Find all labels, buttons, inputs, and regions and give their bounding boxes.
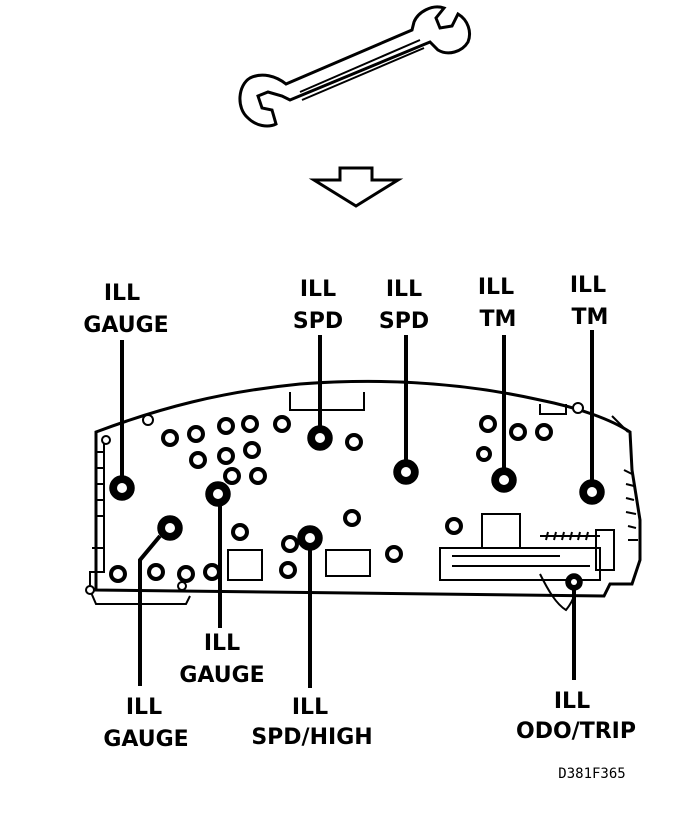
bulb-odo-trip <box>565 573 583 591</box>
socket <box>279 561 297 579</box>
bulb-spd-1 <box>307 425 333 451</box>
label-gauge-bottom-left-line2: GAUGE <box>103 727 188 752</box>
socket <box>217 447 235 465</box>
label-spd-2-line2: SPD <box>379 309 429 334</box>
leader-lines <box>120 330 594 688</box>
socket <box>343 509 361 527</box>
label-spd-high-line1: ILL <box>292 695 328 720</box>
label-gauge-mid-line2: GAUGE <box>179 663 264 688</box>
bulb-tm-2 <box>579 479 605 505</box>
label-spd-1-line1: ILL <box>300 277 336 302</box>
down-arrow-icon <box>308 166 404 208</box>
socket <box>217 417 235 435</box>
label-tm-2-line2: TM <box>572 305 609 330</box>
label-gauge-top-left-line2: GAUGE <box>83 313 168 338</box>
socket <box>476 446 492 462</box>
socket <box>223 467 241 485</box>
socket <box>109 565 127 583</box>
wrench-icon <box>238 5 472 128</box>
label-odo-trip-line2: ODO/TRIP <box>516 719 636 744</box>
socket <box>535 423 553 441</box>
socket <box>509 423 527 441</box>
socket <box>273 415 291 433</box>
label-tm-2-line1: ILL <box>570 273 606 298</box>
bulb-gauge-top-left <box>109 475 135 501</box>
bulb-sockets <box>109 415 553 583</box>
callout-labels: ILL GAUGE ILL SPD ILL SPD ILL TM ILL TM … <box>83 273 636 782</box>
label-tm-1-line1: ILL <box>478 275 514 300</box>
socket <box>161 429 179 447</box>
socket <box>203 563 221 581</box>
label-spd-high-line2: SPD/HIGH <box>251 725 372 750</box>
socket <box>189 451 207 469</box>
socket <box>479 415 497 433</box>
socket <box>187 425 205 443</box>
label-spd-1-line2: SPD <box>293 309 343 334</box>
socket <box>345 433 363 451</box>
label-gauge-top-left-line1: ILL <box>104 281 140 306</box>
label-spd-2-line1: ILL <box>386 277 422 302</box>
label-odo-trip-line1: ILL <box>554 689 590 714</box>
bulb-gauge-bottom-left <box>157 515 183 541</box>
socket <box>385 545 403 563</box>
socket <box>241 415 259 433</box>
figure-reference: D381F365 <box>558 766 625 782</box>
socket <box>147 563 165 581</box>
bulb-gauge-mid <box>205 481 231 507</box>
socket <box>281 535 299 553</box>
label-tm-1-line2: TM <box>480 307 517 332</box>
socket <box>445 517 463 535</box>
bulb-tm-1 <box>491 467 517 493</box>
socket <box>249 467 267 485</box>
label-gauge-bottom-left-line1: ILL <box>126 695 162 720</box>
socket <box>243 441 261 459</box>
bulb-spd-high <box>297 525 323 551</box>
socket <box>177 565 195 583</box>
bulb-spd-2 <box>393 459 419 485</box>
label-gauge-mid-line1: ILL <box>204 631 240 656</box>
socket <box>231 523 249 541</box>
cluster-body <box>85 379 642 612</box>
indicated-bulbs <box>109 425 605 591</box>
